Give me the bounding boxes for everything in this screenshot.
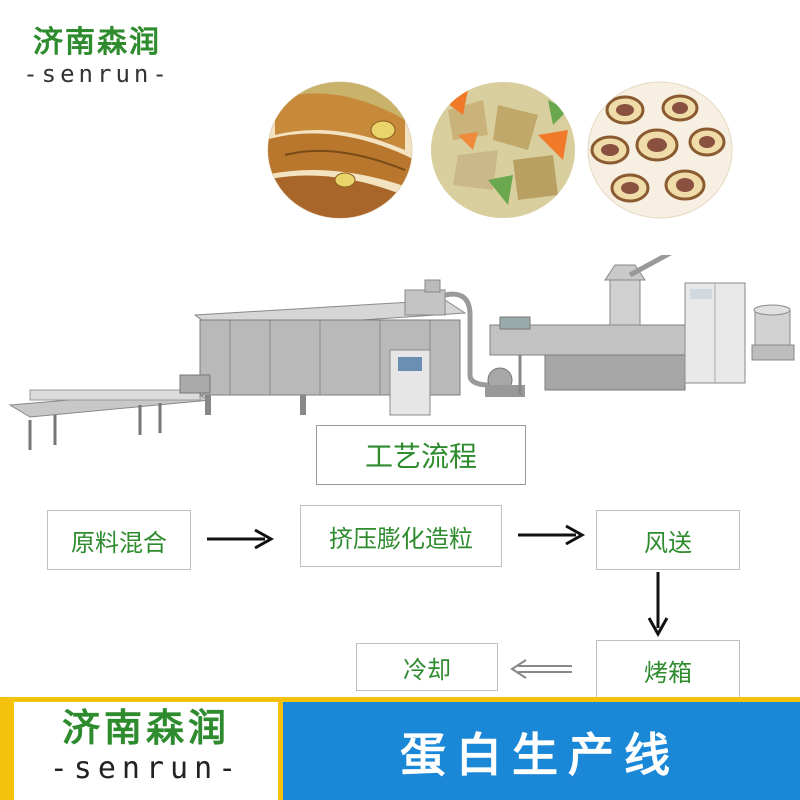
production-line-illustration <box>0 242 800 455</box>
soy-protein-chunks-with-carrot-icon <box>431 82 575 218</box>
arrow-right-icon <box>207 528 275 550</box>
process-title: 工艺流程 <box>316 425 526 485</box>
bottom-brand-name-en: -senrun- <box>49 751 243 786</box>
arrow-left-outline-icon <box>510 659 572 679</box>
step-drying: 烤箱 <box>596 640 740 700</box>
product-photo-chunks <box>428 80 578 220</box>
rolled-protein-food-icon <box>267 81 413 219</box>
step-mixing: 原料混合 <box>47 510 191 570</box>
bottom-brand-name-cn: 济南森润 <box>61 706 230 750</box>
protein-sausage-slices-icon <box>587 81 733 219</box>
step-cooling: 冷却 <box>356 643 498 691</box>
brand-logo: 济南森润 -senrun- <box>22 25 172 89</box>
arrow-down-icon <box>647 572 669 638</box>
brand-name-en: -senrun- <box>23 60 171 88</box>
product-photo-rolls <box>265 80 415 220</box>
page-title: 蛋白生产线 <box>400 728 680 782</box>
bottom-brand-logo: 济南森润 -senrun- <box>28 705 264 787</box>
protein-extrusion-production-line-icon <box>8 242 795 450</box>
bottom-title-panel <box>283 702 800 800</box>
arrow-right-icon <box>518 524 586 546</box>
step-conveying: 风送 <box>596 510 740 570</box>
product-photo-sausage <box>585 80 735 220</box>
bottom-logo-background <box>14 702 278 800</box>
brand-name-cn: 济南森润 <box>33 25 161 60</box>
step-extrusion: 挤压膨化造粒 <box>300 505 502 567</box>
